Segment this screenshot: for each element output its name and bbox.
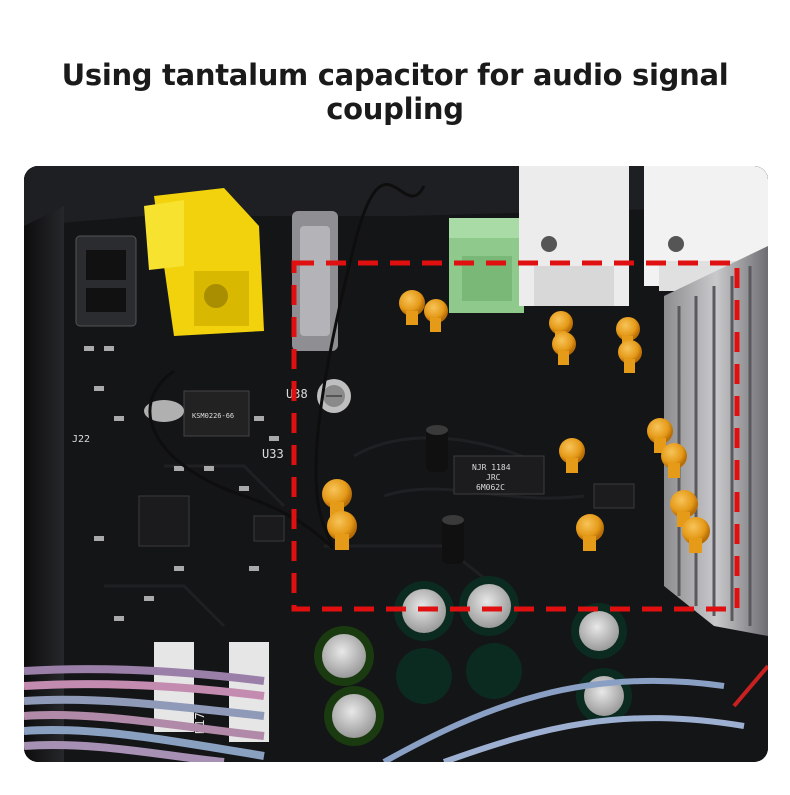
caption-title: Using tantalum capacitor for audio signa… xyxy=(61,58,729,126)
tantalum-capacitor xyxy=(399,290,425,325)
tantalum-capacitor xyxy=(552,332,576,365)
usb-controller-chip: KSM0226-66 xyxy=(183,390,250,437)
antenna-wire xyxy=(148,183,426,549)
yellow-optical-connector xyxy=(144,188,264,336)
blue-wires xyxy=(382,677,745,762)
tantalum-capacitor xyxy=(618,340,642,373)
qfn-chip xyxy=(138,495,190,547)
electrolytic-capacitor xyxy=(442,515,464,564)
highlight-box xyxy=(291,260,740,612)
tantalum-capacitor xyxy=(559,438,585,473)
ribbon-cables xyxy=(24,665,265,762)
chassis-wall xyxy=(24,206,64,762)
red-wire xyxy=(732,664,768,708)
heatsink xyxy=(664,246,768,636)
tantalum-capacitor xyxy=(661,443,687,478)
small-ic xyxy=(593,483,635,509)
tantalum-capacitor xyxy=(670,490,698,527)
op-amp-chip: NJR 1184 JRC 6M062C xyxy=(453,455,545,495)
tantalum-capacitor xyxy=(576,514,604,551)
svg-text:JRC: JRC xyxy=(486,473,501,482)
tantalum-capacitor xyxy=(682,517,710,553)
crystal-oscillator xyxy=(144,400,184,422)
tantalum-capacitor-group xyxy=(322,290,710,553)
svg-text:U38: U38 xyxy=(286,387,308,401)
svg-text:NJR 1184: NJR 1184 xyxy=(472,463,511,472)
svg-text:KSM0226-66: KSM0226-66 xyxy=(192,412,234,420)
electrolytic-capacitor xyxy=(426,425,448,472)
circuit-board-photo: KSM0226-66 J22 U33 U38 NJR 1184 JRC 6M06… xyxy=(24,166,768,762)
usb-port xyxy=(75,235,137,327)
tantalum-capacitor xyxy=(327,511,357,550)
svg-text:J22: J22 xyxy=(72,434,90,445)
svg-text:U33: U33 xyxy=(262,447,284,461)
svg-text:6M062C: 6M062C xyxy=(476,483,505,492)
tantalum-capacitor xyxy=(424,299,448,332)
